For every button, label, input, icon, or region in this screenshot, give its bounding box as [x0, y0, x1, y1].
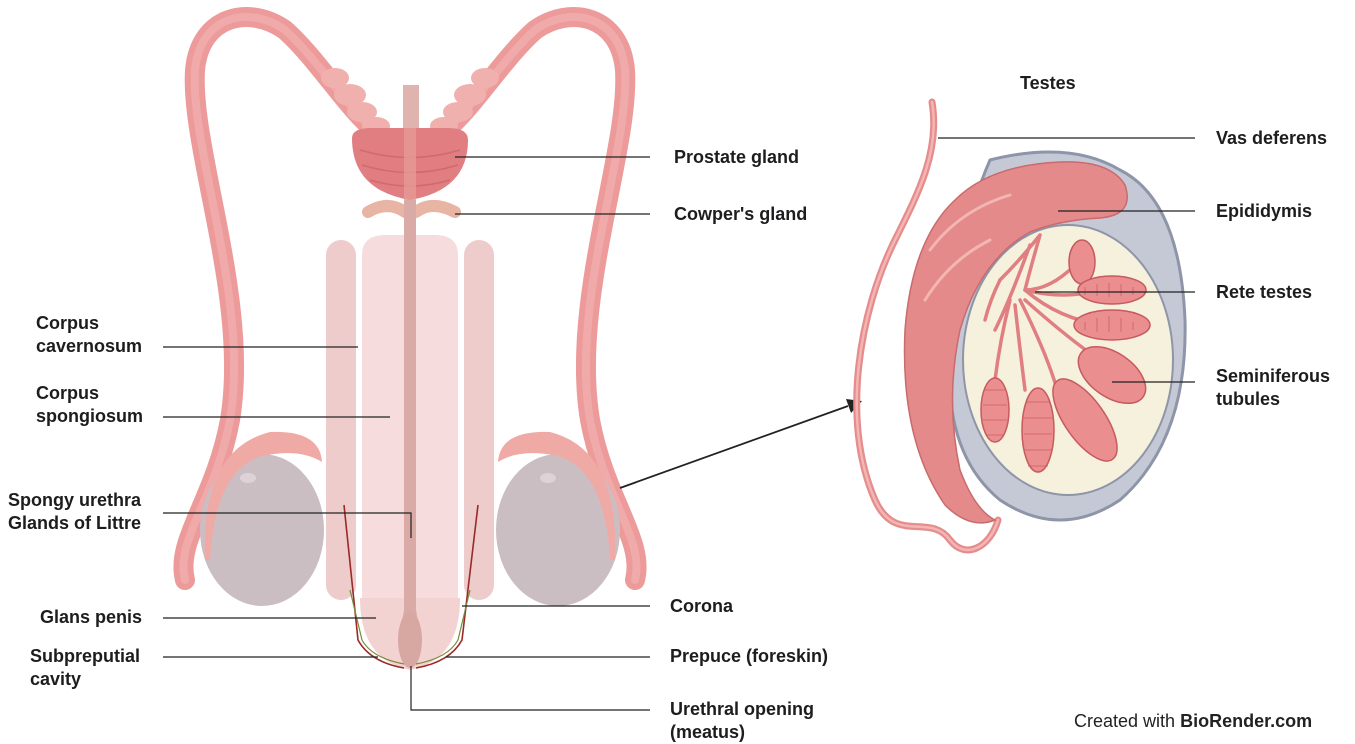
- label-glans-penis: Glans penis: [40, 606, 142, 629]
- label-corpus-spongiosum: Corpus spongiosum: [36, 382, 143, 428]
- label-corpus-cavernosum-line1: Corpus: [36, 312, 142, 335]
- label-corpus-cavernosum: Corpus cavernosum: [36, 312, 142, 358]
- label-subpreputial-line2: cavity: [30, 668, 140, 691]
- label-spongy-urethra: Spongy urethra Glands of Littre: [8, 489, 141, 535]
- label-corpus-spongiosum-line2: spongiosum: [36, 405, 143, 428]
- spongy-urethra: [401, 200, 418, 664]
- testes-title: Testes: [1020, 72, 1076, 95]
- label-corona: Corona: [670, 595, 733, 618]
- label-rete-testes: Rete testes: [1216, 281, 1312, 304]
- label-corpus-cavernosum-line2: cavernosum: [36, 335, 142, 358]
- credit-prefix: Created with: [1074, 711, 1175, 731]
- label-vas-deferens: Vas deferens: [1216, 127, 1327, 150]
- left-corpus-cavernosum: [326, 240, 356, 600]
- label-spongy-urethra-line1: Spongy urethra: [8, 489, 141, 512]
- label-cowpers-gland: Cowper's gland: [674, 203, 807, 226]
- label-prostate-gland: Prostate gland: [674, 146, 799, 169]
- credit-brand: BioRender.com: [1180, 711, 1312, 731]
- label-seminiferous-tubules: Seminiferous tubules: [1216, 365, 1330, 411]
- label-corpus-spongiosum-line1: Corpus: [36, 382, 143, 405]
- label-epididymis: Epididymis: [1216, 200, 1312, 223]
- zoom-arrow: [620, 399, 862, 488]
- label-glands-of-littre: Glands of Littre: [8, 512, 141, 535]
- right-corpus-cavernosum: [464, 240, 494, 600]
- label-urethral-opening: Urethral opening (meatus): [670, 698, 814, 744]
- label-seminiferous-line2: tubules: [1216, 388, 1330, 411]
- label-seminiferous-line1: Seminiferous: [1216, 365, 1330, 388]
- biorender-credit: Created with BioRender.com: [1074, 711, 1312, 732]
- male-reproductive-system-illustration: [183, 17, 636, 670]
- testis-interior: [963, 225, 1173, 495]
- label-urethral-opening-line1: Urethral opening: [670, 698, 814, 721]
- label-prepuce: Prepuce (foreskin): [670, 645, 828, 668]
- label-subpreputial-cavity: Subpreputial cavity: [30, 645, 140, 691]
- label-subpreputial-line1: Subpreputial: [30, 645, 140, 668]
- testis-cross-section: [857, 102, 1185, 550]
